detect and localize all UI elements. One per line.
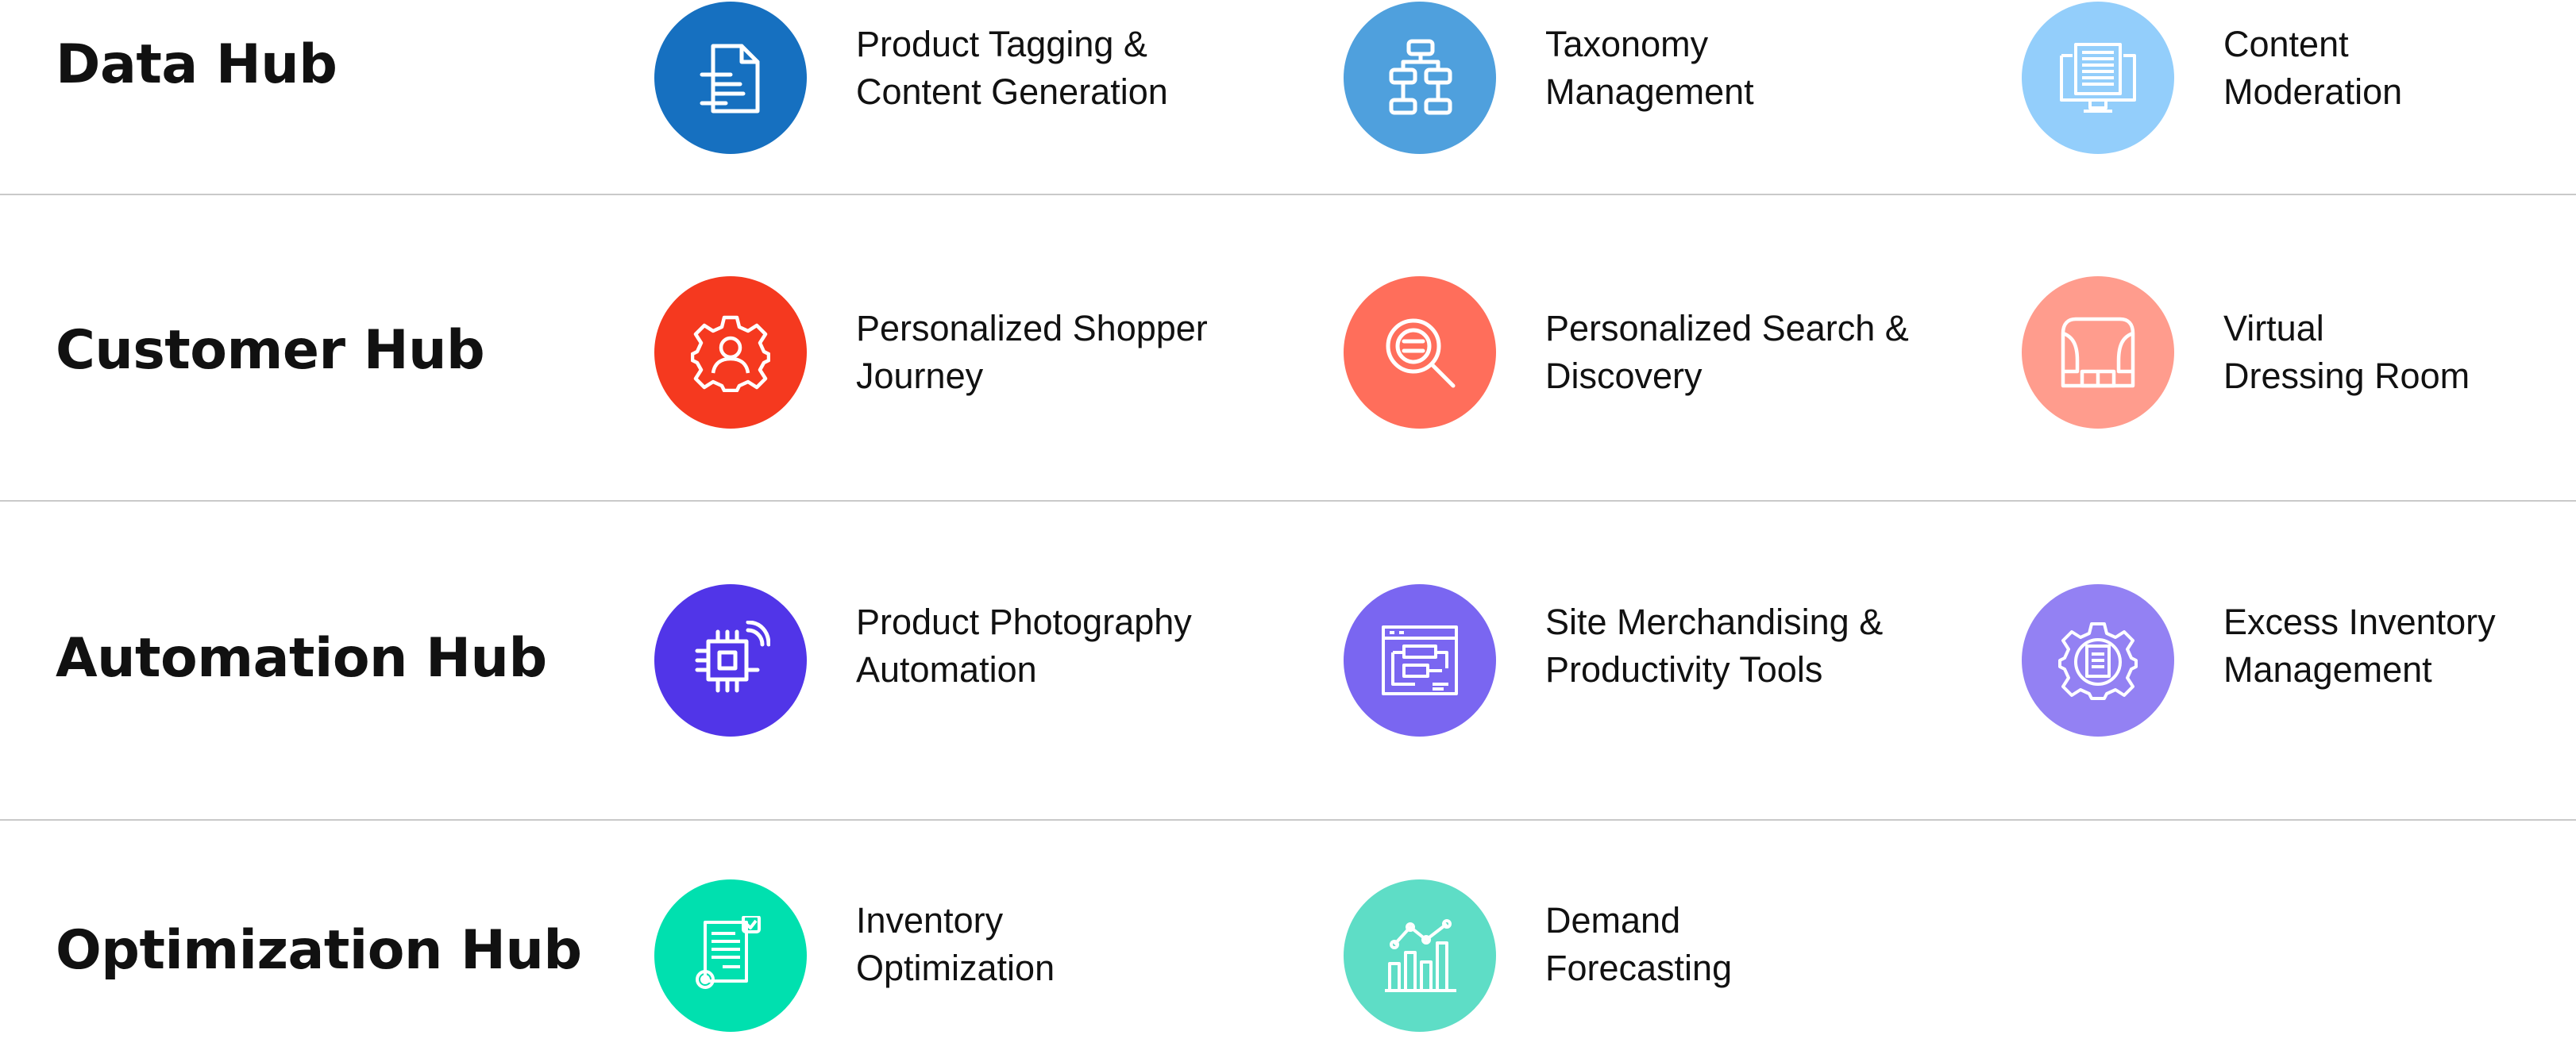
label-line-1: Product Tagging & bbox=[856, 24, 1147, 64]
label-line-2: Management bbox=[1545, 71, 1754, 112]
document-icon bbox=[700, 44, 760, 114]
hub-item-label: Personalized Shopper Journey bbox=[856, 305, 1208, 400]
label-line-2: Dressing Room bbox=[2223, 356, 2470, 396]
hub-item-label: Inventory Optimization bbox=[856, 897, 1055, 992]
label-line-1: Product Photography bbox=[856, 602, 1192, 642]
icon-circle bbox=[1344, 276, 1496, 429]
gear-checklist-icon bbox=[2058, 622, 2138, 700]
hub-title: Customer Hub bbox=[56, 319, 485, 382]
row-divider bbox=[0, 500, 2576, 502]
label-line-1: Inventory bbox=[856, 900, 1004, 941]
hub-item-label: Product Photography Automation bbox=[856, 598, 1192, 694]
hub-item-label: Site Merchandising & Productivity Tools bbox=[1545, 598, 1883, 694]
hub-item-label: Excess Inventory Management bbox=[2223, 598, 2496, 694]
hub-item-label: Taxonomy Management bbox=[1545, 21, 1754, 116]
label-line-1: Site Merchandising & bbox=[1545, 602, 1884, 642]
hub-row-automation: Automation Hub Product Photography Autom… bbox=[0, 502, 2576, 819]
monitor-book-icon bbox=[2060, 43, 2136, 113]
hub-title: Data Hub bbox=[56, 33, 337, 96]
hub-item-label: Content Moderation bbox=[2223, 21, 2402, 116]
row-divider bbox=[0, 194, 2576, 195]
label-line-2: Forecasting bbox=[1545, 948, 1733, 988]
icon-circle bbox=[2022, 584, 2174, 737]
hub-item-label: Personalized Search & Discovery bbox=[1545, 305, 1909, 400]
hierarchy-icon bbox=[1389, 39, 1452, 115]
label-line-1: Personalized Shopper bbox=[856, 308, 1208, 348]
hub-item-label: Product Tagging & Content Generation bbox=[856, 21, 1168, 116]
icon-circle bbox=[2022, 2, 2174, 154]
label-line-2: Moderation bbox=[2223, 71, 2403, 112]
row-divider bbox=[0, 819, 2576, 821]
label-line-1: Virtual bbox=[2223, 308, 2324, 348]
browser-flow-icon bbox=[1382, 625, 1458, 695]
label-line-2: Productivity Tools bbox=[1545, 649, 1823, 690]
label-line-1: Personalized Search & bbox=[1545, 308, 1909, 348]
hub-row-data: Data Hub Product Tagging & Content Gener… bbox=[0, 0, 2576, 194]
hub-title: Automation Hub bbox=[56, 627, 547, 690]
label-line-1: Excess Inventory bbox=[2223, 602, 2496, 642]
report-gear-icon bbox=[696, 916, 761, 989]
icon-circle bbox=[2022, 276, 2174, 429]
label-line-2: Optimization bbox=[856, 948, 1055, 988]
hub-row-optimization: Optimization Hub Inventory Optimization bbox=[0, 821, 2576, 1062]
label-line-2: Management bbox=[2223, 649, 2432, 690]
icon-circle bbox=[1344, 879, 1496, 1032]
hub-item-label: Demand Forecasting bbox=[1545, 897, 1732, 992]
dressing-room-icon bbox=[2061, 317, 2135, 388]
label-line-2: Automation bbox=[856, 649, 1037, 690]
label-line-1: Demand bbox=[1545, 900, 1681, 941]
magnifier-icon bbox=[1386, 318, 1456, 388]
icon-circle bbox=[654, 584, 807, 737]
label-line-2: Content Generation bbox=[856, 71, 1168, 112]
hub-item-label: Virtual Dressing Room bbox=[2223, 305, 2470, 400]
icon-circle bbox=[654, 276, 807, 429]
hub-title: Optimization Hub bbox=[56, 919, 582, 982]
gear-user-icon bbox=[691, 315, 770, 392]
label-line-1: Taxonomy bbox=[1545, 24, 1709, 64]
label-line-2: Discovery bbox=[1545, 356, 1703, 396]
label-line-1: Content bbox=[2223, 24, 2349, 64]
icon-circle bbox=[654, 2, 807, 154]
icon-circle bbox=[1344, 584, 1496, 737]
label-line-2: Journey bbox=[856, 356, 984, 396]
hub-row-customer: Customer Hub Personalized Shopper Journe… bbox=[0, 195, 2576, 500]
bar-chart-icon bbox=[1385, 919, 1456, 992]
chip-wireless-icon bbox=[695, 621, 770, 693]
icon-circle bbox=[654, 879, 807, 1032]
icon-circle bbox=[1344, 2, 1496, 154]
